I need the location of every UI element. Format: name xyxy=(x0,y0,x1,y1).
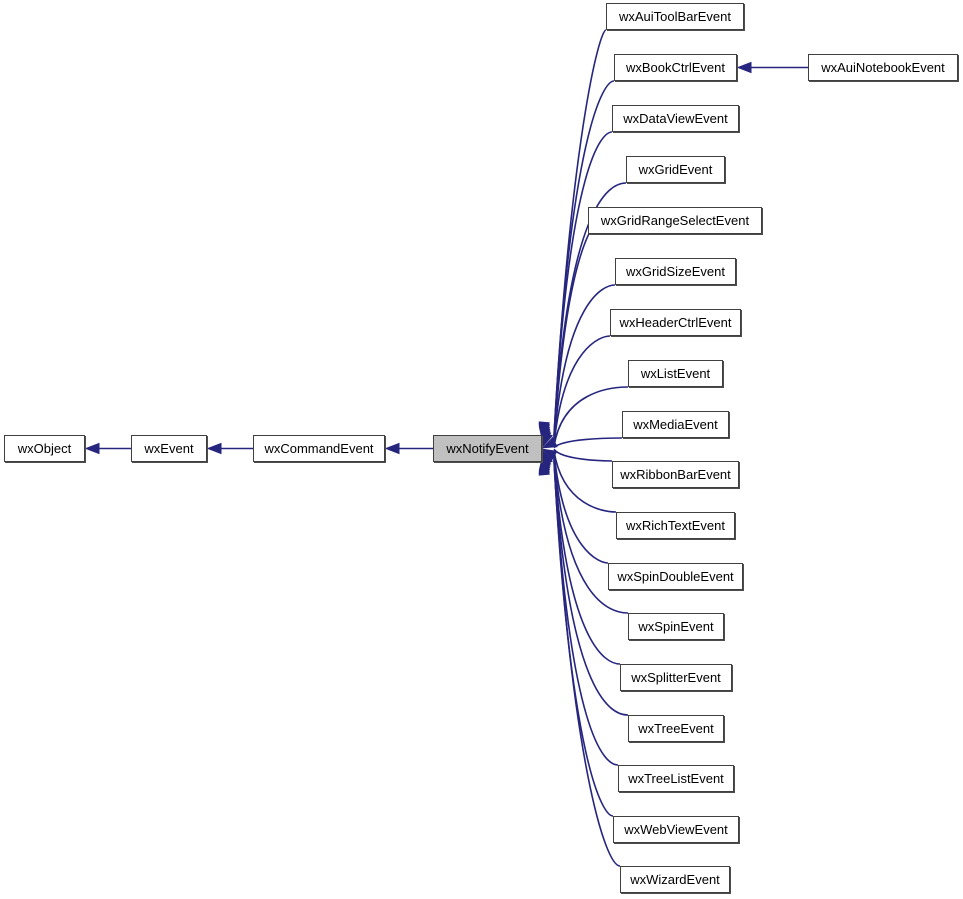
class-node-wxCommandEvent[interactable]: wxCommandEvent xyxy=(253,435,385,462)
class-node-label: wxHeaderCtrlEvent xyxy=(619,315,732,330)
class-node-label: wxDataViewEvent xyxy=(623,111,728,126)
class-node-wxSpinEvent[interactable]: wxSpinEvent xyxy=(628,613,724,640)
class-node-label: wxTreeListEvent xyxy=(628,771,724,786)
class-node-label: wxGridSizeEvent xyxy=(626,264,725,279)
edge-arrowhead xyxy=(736,61,752,74)
class-node-label: wxSplitterEvent xyxy=(631,670,721,685)
class-node-wxWebViewEvent[interactable]: wxWebViewEvent xyxy=(613,816,739,843)
class-node-wxGridRangeSelectEvent[interactable]: wxGridRangeSelectEvent xyxy=(588,207,762,234)
class-node-wxHeaderCtrlEvent[interactable]: wxHeaderCtrlEvent xyxy=(610,309,741,336)
edge-curve xyxy=(553,284,616,444)
edge-curve xyxy=(553,452,609,564)
class-node-wxRibbonBarEvent[interactable]: wxRibbonBarEvent xyxy=(612,461,739,488)
class-node-wxGridSizeEvent[interactable]: wxGridSizeEvent xyxy=(615,258,736,285)
edge-wxAuiNotebookEvent-to-wxBookCtrlEvent xyxy=(736,61,808,74)
class-node-wxEvent[interactable]: wxEvent xyxy=(131,435,207,462)
edge-curve xyxy=(553,437,623,449)
class-node-wxTreeListEvent[interactable]: wxTreeListEvent xyxy=(618,765,734,792)
class-node-label: wxBookCtrlEvent xyxy=(626,60,725,75)
class-node-wxRichTextEvent[interactable]: wxRichTextEvent xyxy=(616,512,735,539)
edge-curve xyxy=(553,456,629,716)
edge-wxWizardEvent-to-wxNotifyEvent xyxy=(538,460,621,867)
edge-arrowhead xyxy=(538,460,550,476)
edge-wxListEvent-to-wxNotifyEvent xyxy=(542,386,629,448)
class-node-label: wxRibbonBarEvent xyxy=(620,467,731,482)
edge-arrowhead xyxy=(542,431,554,448)
class-node-wxMediaEvent[interactable]: wxMediaEvent xyxy=(622,411,729,438)
edge-arrowhead xyxy=(541,436,558,449)
class-node-label: wxNotifyEvent xyxy=(446,441,529,456)
edge-curve xyxy=(553,233,590,442)
edge-wxCommandEvent-to-wxEvent xyxy=(206,442,253,455)
edge-wxEvent-to-wxObject xyxy=(84,442,131,455)
edge-arrowhead xyxy=(384,442,400,455)
class-node-wxAuiNotebookEvent[interactable]: wxAuiNotebookEvent xyxy=(808,54,958,81)
class-node-wxNotifyEvent[interactable]: wxNotifyEvent xyxy=(433,435,542,462)
class-node-label: wxAuiToolBarEvent xyxy=(619,9,731,24)
class-node-wxSpinDoubleEvent[interactable]: wxSpinDoubleEvent xyxy=(608,563,743,590)
class-node-wxBookCtrlEvent[interactable]: wxBookCtrlEvent xyxy=(614,54,737,81)
edge-curve xyxy=(553,450,617,513)
class-node-wxAuiToolBarEvent[interactable]: wxAuiToolBarEvent xyxy=(606,3,744,30)
class-node-label: wxCommandEvent xyxy=(264,441,374,456)
edge-wxMediaEvent-to-wxNotifyEvent xyxy=(541,436,623,449)
class-node-label: wxObject xyxy=(17,441,72,456)
class-node-wxSplitterEvent[interactable]: wxSplitterEvent xyxy=(620,664,732,691)
class-node-label: wxSpinDoubleEvent xyxy=(617,569,734,584)
edge-arrowhead xyxy=(206,442,222,455)
class-node-label: wxAuiNotebookEvent xyxy=(821,60,945,75)
class-node-label: wxWebViewEvent xyxy=(624,822,728,837)
class-node-label: wxEvent xyxy=(144,441,194,456)
class-node-label: wxListEvent xyxy=(640,366,711,381)
edge-wxNotifyEvent-to-wxCommandEvent xyxy=(384,442,433,455)
edge-arrowhead xyxy=(84,442,100,455)
class-node-wxWizardEvent[interactable]: wxWizardEvent xyxy=(620,866,730,893)
edge-curve xyxy=(553,386,629,447)
class-node-label: wxRichTextEvent xyxy=(626,518,725,533)
class-node-wxListEvent[interactable]: wxListEvent xyxy=(628,360,723,387)
class-node-wxDataViewEvent[interactable]: wxDataViewEvent xyxy=(612,105,739,132)
class-node-wxObject[interactable]: wxObject xyxy=(4,435,85,462)
class-node-label: wxSpinEvent xyxy=(638,619,714,634)
edge-curve xyxy=(553,131,613,439)
class-node-label: wxGridRangeSelectEvent xyxy=(600,213,750,228)
class-node-label: wxTreeEvent xyxy=(638,721,714,736)
class-node-wxGridEvent[interactable]: wxGridEvent xyxy=(626,156,725,183)
class-node-label: wxGridEvent xyxy=(638,162,713,177)
class-node-wxTreeEvent[interactable]: wxTreeEvent xyxy=(628,715,724,742)
edge-curve xyxy=(553,453,629,614)
edge-curve xyxy=(553,455,621,665)
class-node-label: wxMediaEvent xyxy=(633,417,718,432)
edge-curve xyxy=(553,335,611,445)
edge-curve xyxy=(553,461,621,867)
class-node-label: wxWizardEvent xyxy=(630,872,720,887)
